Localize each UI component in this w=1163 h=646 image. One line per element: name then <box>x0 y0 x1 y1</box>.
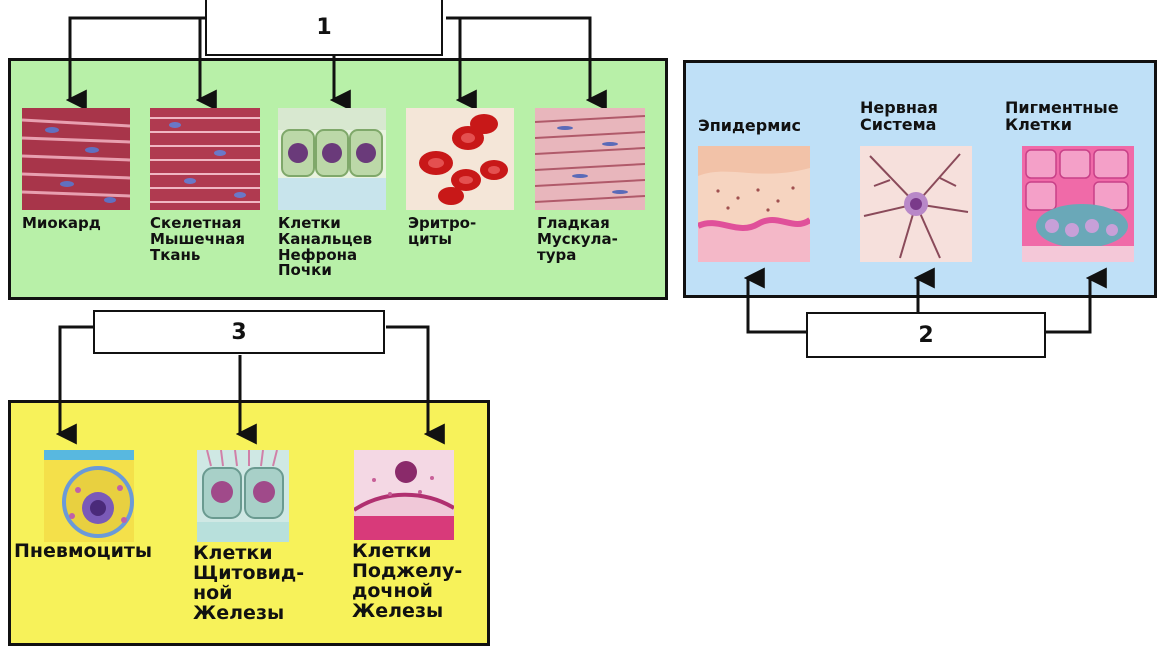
arrow-pneumo <box>60 327 94 434</box>
group-2-number-box[interactable]: 2 <box>806 312 1046 358</box>
arrow-erythro <box>446 18 460 100</box>
group-2-number: 2 <box>918 323 933 348</box>
pancreas-image <box>354 450 454 540</box>
arrow-myocard <box>70 18 206 100</box>
smooth-muscle-label: Гладкая Мускула- тура <box>537 216 618 263</box>
skeletal-muscle-label: Скелетная Мышечная Ткань <box>150 216 245 263</box>
myocard-label: Миокард <box>22 216 101 232</box>
skeletal-muscle-image <box>150 108 260 210</box>
pigment-cells-label: Пигментные Клетки <box>1005 100 1119 134</box>
erythrocytes-label: Эритро- циты <box>408 216 476 248</box>
nervous-system-image <box>860 146 972 262</box>
smooth-muscle-image <box>535 108 645 210</box>
arrow-epidermis <box>748 278 806 332</box>
arrow-pancreas <box>386 327 428 434</box>
group-1-number: 1 <box>316 15 331 40</box>
nephron-tubule-image <box>278 108 386 210</box>
nephron-tubule-label: Клетки Канальцев Нефрона Почки <box>278 216 372 279</box>
erythrocytes-image <box>406 108 514 210</box>
group-3-number-box[interactable]: 3 <box>93 310 385 354</box>
pneumocytes-label: Пневмоциты <box>14 542 152 562</box>
group-3-number: 3 <box>231 320 246 345</box>
arrow-smooth <box>460 18 590 100</box>
myocard-image <box>22 108 130 210</box>
pancreas-label: Клетки Поджелу- дочной Железы <box>352 542 462 622</box>
epidermis-label: Эпидермис <box>698 118 801 135</box>
epidermis-image <box>698 146 810 262</box>
thyroid-image <box>197 450 289 542</box>
pigment-cells-image <box>1022 146 1134 262</box>
thyroid-label: Клетки Щитовид- ной Железы <box>193 544 304 624</box>
pneumocytes-image <box>44 450 134 542</box>
arrow-pigment <box>1046 278 1090 332</box>
nervous-system-label: Нервная Система <box>860 100 938 134</box>
group-1-number-box[interactable]: 1 <box>205 0 443 56</box>
